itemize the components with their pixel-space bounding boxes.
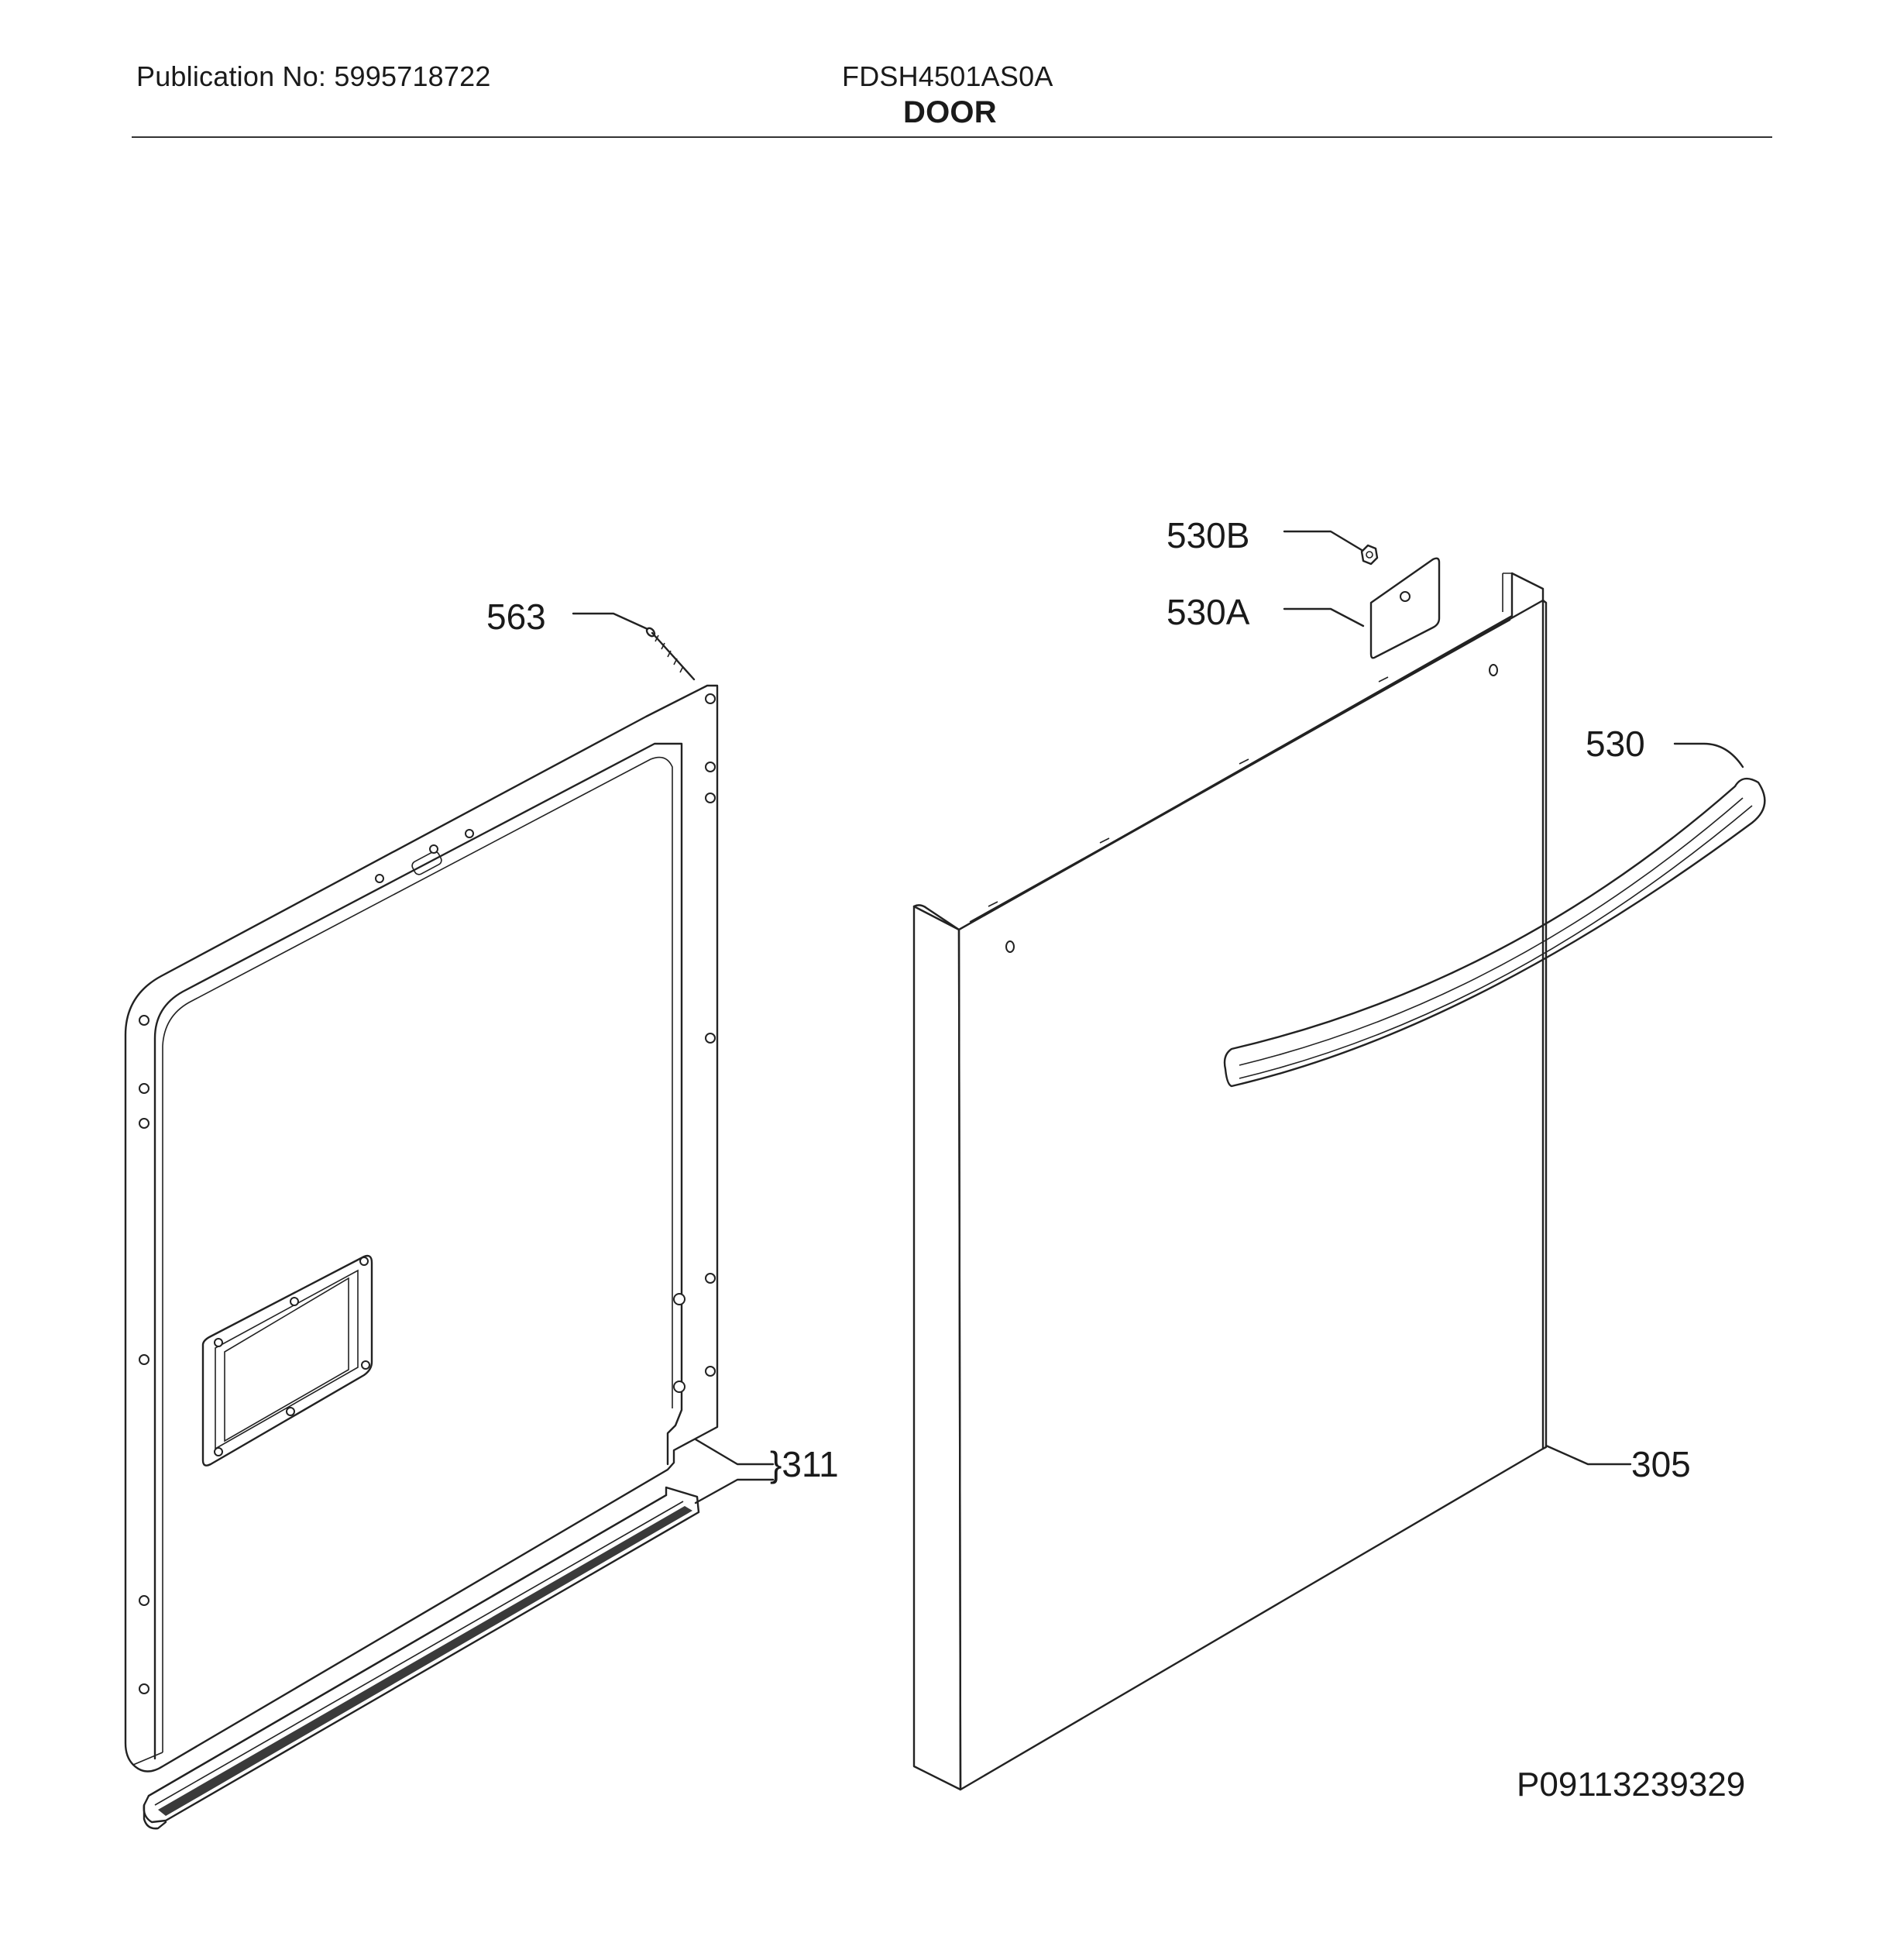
callout-530: 530 xyxy=(1586,724,1645,764)
callout-305: 305 xyxy=(1631,1444,1691,1484)
callout-311: }311 xyxy=(770,1444,839,1484)
screw-563 xyxy=(645,627,696,681)
figure-id: P09113239329 xyxy=(1517,1766,1745,1804)
callout-563: 563 xyxy=(486,597,546,637)
publication-number: Publication No: 5995718722 xyxy=(136,60,491,92)
inner-door-holes xyxy=(139,693,716,1694)
page-title: DOOR xyxy=(903,95,997,129)
nut-530b xyxy=(1360,544,1379,566)
header-divider xyxy=(132,136,1772,138)
bracket-530a xyxy=(1369,557,1441,659)
outer-door-panel xyxy=(912,572,1548,1791)
callout-530b: 530B xyxy=(1167,515,1249,555)
handle-530 xyxy=(1223,777,1766,1088)
callout-530a: 530A xyxy=(1167,592,1250,632)
bottom-hinge-rail xyxy=(143,1486,700,1830)
leader-lines xyxy=(572,530,1744,1504)
inner-door-liner xyxy=(124,684,719,1773)
model-number: FDSH4501AS0A xyxy=(842,60,1053,92)
